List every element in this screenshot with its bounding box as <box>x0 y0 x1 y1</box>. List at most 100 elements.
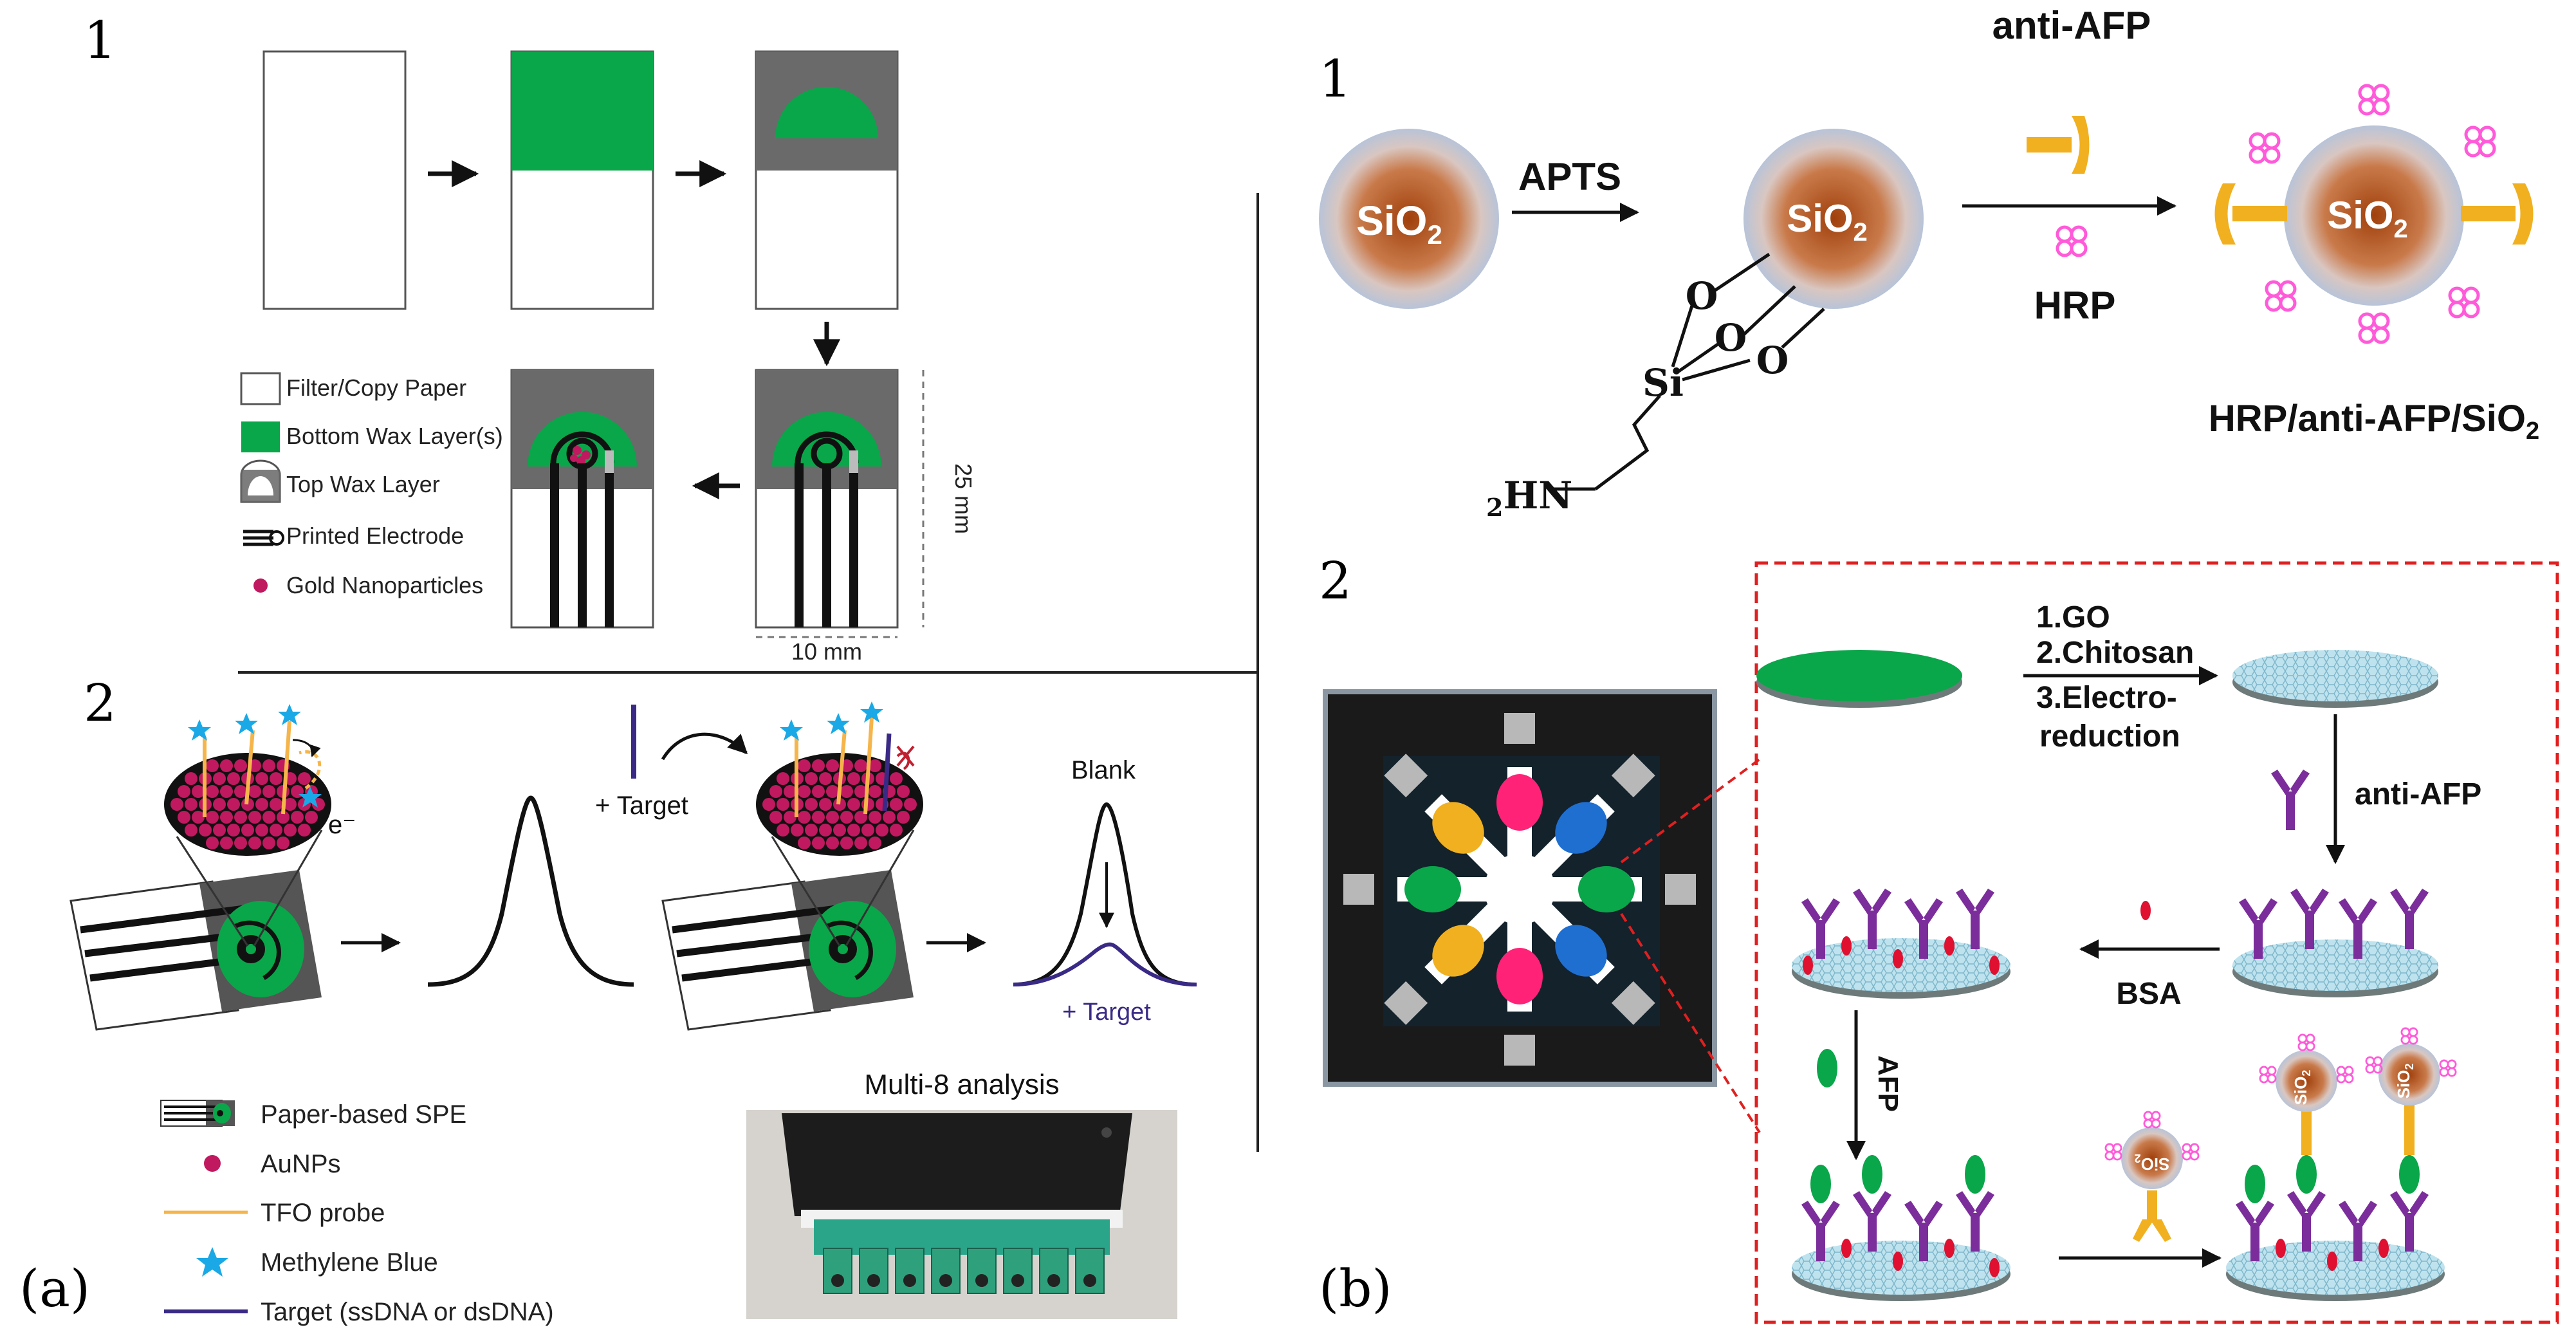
aunp-particle <box>890 798 903 811</box>
legend-printed-electrode: Printed Electrode <box>286 523 464 549</box>
blocked-electron-icon <box>896 745 915 770</box>
aunp-particle <box>819 798 832 811</box>
bsa-molecule <box>1841 1239 1852 1258</box>
aunp-particle <box>854 785 867 798</box>
bsa-molecule <box>1944 1239 1955 1258</box>
aunp-particle <box>206 811 219 824</box>
step-go-label: 1.GO <box>2036 600 2110 634</box>
oxygen-label-2: O <box>1715 316 1747 360</box>
gold-nanoparticle-icon <box>253 578 268 593</box>
hrp-icon <box>2360 86 2388 114</box>
aunp-particle <box>298 824 311 837</box>
array-electrode-spot <box>1432 802 1484 854</box>
aunp-particle <box>826 785 839 798</box>
zoom-line <box>176 836 249 947</box>
aunp-particle <box>762 798 775 811</box>
aunp-particle <box>185 824 198 837</box>
aunp-particle <box>220 759 233 772</box>
sio2-apts-particle <box>1743 129 1924 309</box>
legend-top-wax: Top Wax Layer <box>286 471 440 497</box>
aunp-particle <box>270 824 282 837</box>
apts-label: APTS <box>1518 155 1621 198</box>
spe-device-after <box>661 870 914 1031</box>
graphene-modified-disc <box>2232 650 2438 701</box>
multi8-electrode-dot <box>975 1274 988 1287</box>
blank-label: Blank <box>1071 756 1136 784</box>
aunp-particle <box>213 798 226 811</box>
aunp-particle <box>897 811 910 824</box>
semicircle-well <box>775 87 878 138</box>
methylene-blue-icon <box>299 786 322 808</box>
aunp-particle <box>840 811 853 824</box>
aunp-particle <box>262 811 275 824</box>
legend-section1: Filter/Copy Paper Bottom Wax Layer(s) To… <box>240 372 503 598</box>
aunp-particle <box>227 798 240 811</box>
plus-target-label: + Target <box>595 791 688 820</box>
aunp-particle <box>192 811 205 824</box>
aunp-particle <box>777 772 789 785</box>
svg-text:SiO2: SiO2 <box>2291 1070 2313 1105</box>
gold-nanoparticle <box>582 450 591 459</box>
bsa-label: BSA <box>2116 977 2181 1011</box>
aunp-particle <box>206 785 219 798</box>
legend-filter-paper: Filter/Copy Paper <box>286 375 466 401</box>
hrp-icon <box>2250 134 2279 162</box>
aunp-particle <box>234 785 247 798</box>
array-contact-pad <box>1665 874 1696 905</box>
aunp-particle <box>248 785 261 798</box>
sio2-label: SiO2 <box>1356 198 1442 250</box>
aunp-particle <box>270 798 282 811</box>
aunp-particle <box>199 824 212 837</box>
aunp-particle <box>262 785 275 798</box>
array-contact-pad <box>1611 754 1655 798</box>
bsa-molecule <box>2276 1239 2286 1258</box>
reference-electrode <box>849 450 858 476</box>
zoom-connector-bottom <box>1620 912 1761 1134</box>
filter-paper-icon <box>240 372 281 405</box>
array-contact-pad <box>1504 1035 1535 1066</box>
aunp-particle <box>777 798 789 811</box>
aunp-particle <box>847 824 860 837</box>
aunp-particle <box>178 811 190 824</box>
multi8-electrode-dot <box>939 1274 952 1287</box>
antibody-icon <box>2390 1191 2429 1252</box>
aunp-particle <box>869 811 881 824</box>
svg-text:SiO2: SiO2 <box>2394 1064 2416 1099</box>
step-chitosan-label: 2.Chitosan <box>2036 636 2194 670</box>
hrp-icon <box>2450 288 2478 317</box>
afp-antigen <box>1810 1165 1831 1203</box>
panel-a: 1 <box>19 10 1258 1326</box>
blank-curve <box>1013 802 1197 986</box>
voltammogram-peak <box>427 795 634 987</box>
aunp-cluster-after <box>762 759 917 849</box>
electron-label: e⁻ <box>328 811 356 839</box>
aunp-particle <box>262 837 275 849</box>
aunp-particle <box>270 772 282 785</box>
hrp-icon <box>2360 314 2388 342</box>
aunp-lead-3 <box>605 473 614 627</box>
aunp-particle <box>890 772 903 785</box>
aunp-particle <box>812 759 825 772</box>
aunp-particle <box>847 798 860 811</box>
hrp-icon <box>2466 127 2494 156</box>
zoom-line <box>771 836 841 947</box>
width-dimension-label: 10 mm <box>791 638 862 665</box>
aunp-particle <box>826 837 839 849</box>
hrp-icon <box>2057 227 2086 255</box>
amine-label: 2HN <box>1486 474 1572 522</box>
aunp-particle <box>255 772 268 785</box>
aunp-particle <box>819 772 832 785</box>
array-electrode-spot <box>1404 866 1461 912</box>
aunp-particle <box>805 824 818 837</box>
aunp-lead-1 <box>550 463 559 627</box>
legend-target-dna: Target (ssDNA or dsDNA) <box>261 1298 554 1326</box>
aunp-particle <box>769 811 782 824</box>
afp-antigen <box>1862 1155 1882 1194</box>
aunp-particle <box>904 798 917 811</box>
aunp-particle <box>248 811 261 824</box>
antibody-icon <box>1956 1191 1994 1252</box>
afp-antigen <box>2399 1155 2420 1194</box>
aunp-particle <box>812 837 825 849</box>
legend-tfo-probe: TFO probe <box>261 1199 385 1227</box>
target-curve <box>1013 942 1197 986</box>
